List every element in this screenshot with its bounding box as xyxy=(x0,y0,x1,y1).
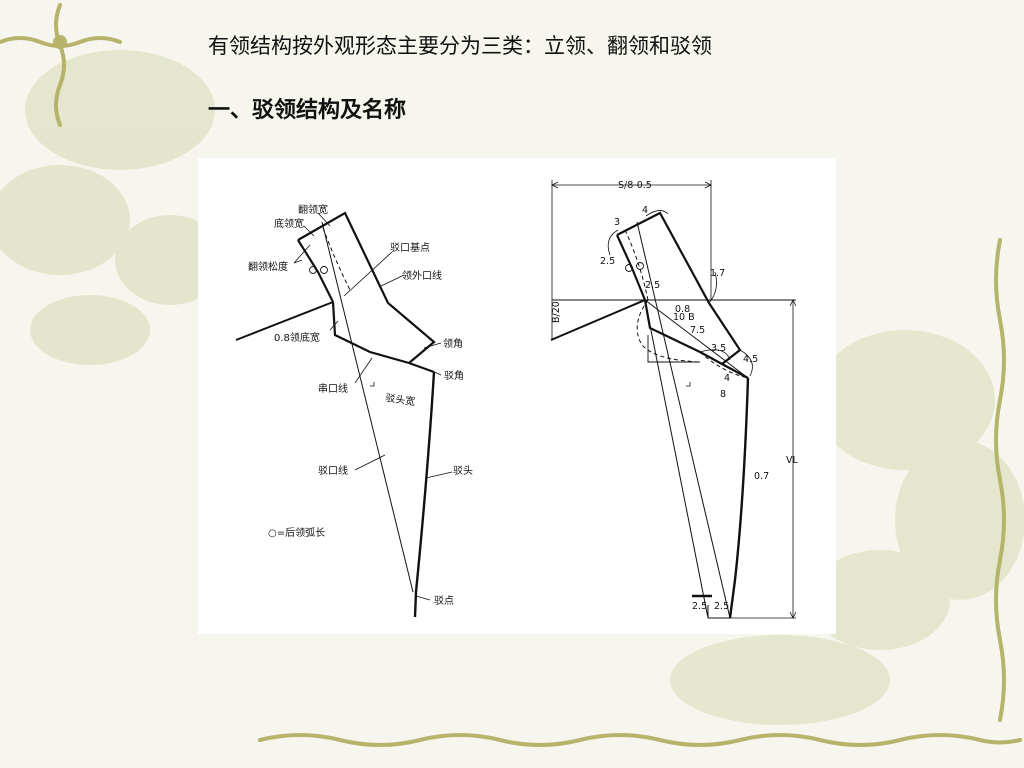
label-bodian: 驳点 xyxy=(434,595,454,607)
blossom-right xyxy=(670,330,1024,725)
lapel-edge-right xyxy=(728,377,750,619)
dim-vl: VL xyxy=(786,455,798,466)
dim-2-5-bottom-right: 2.5 xyxy=(714,601,729,612)
right-diagram-dimensions: S/8-0.5 3 4 2.5 1.7 2.5 B/20 0.8 10 B 7.… xyxy=(551,180,798,612)
left-diagram-labels: 翻领宽 底领宽 翻领松度 驳口基点 领外口线 0.8领底宽 领角 串口线 驳角 … xyxy=(248,203,473,607)
vine-border-bottom xyxy=(258,733,1022,747)
lapel-edge xyxy=(413,371,436,618)
left-collar-diagram xyxy=(235,211,453,618)
gorge-line xyxy=(331,301,435,374)
intro-text: 有领结构按外观形态主要分为三类：立领、翻领和驳领 xyxy=(208,34,712,58)
section-title: 一、驳领结构及名称 xyxy=(208,97,407,123)
dim-1-7: 1.7 xyxy=(710,268,725,279)
label-fanling-kuan: 翻领宽 xyxy=(298,203,328,216)
dim-10-b: 10 B xyxy=(673,312,695,323)
dim-4-top: 4 xyxy=(642,205,648,216)
dim-b-20: B/20 xyxy=(551,301,562,323)
label-diling-kuan: 底领宽 xyxy=(274,217,304,230)
dim-2-5-collar: 2.5 xyxy=(600,256,615,267)
label-bokou-jidian: 驳口基点 xyxy=(390,241,430,254)
right-collar-diagram xyxy=(550,180,797,619)
label-lingjiao: 领角 xyxy=(443,337,463,350)
collar-diagrams-svg: 翻领宽 底领宽 翻领松度 驳口基点 领外口线 0.8领底宽 领角 串口线 驳角 … xyxy=(235,180,798,619)
neckline xyxy=(235,301,334,341)
dim-2-5-stand: 2.5 xyxy=(645,280,660,291)
label-botou-kuan: 驳头宽 xyxy=(385,391,417,408)
vine-border-left xyxy=(0,3,122,127)
collar-diagram-panel: 翻领宽 底领宽 翻领松度 驳口基点 领外口线 0.8领底宽 领角 串口线 驳角 … xyxy=(198,158,836,634)
dim-4-5: 4.5 xyxy=(743,354,758,365)
label-chuankou-xian: 串口线 xyxy=(318,382,348,395)
dim-3-5: 3.5 xyxy=(711,343,726,354)
dim-top-width: S/8-0.5 xyxy=(618,180,652,191)
label-diling-kuan-08: 0.8领底宽 xyxy=(274,331,320,344)
dim-8: 8 xyxy=(720,389,726,400)
roll-line xyxy=(321,221,414,593)
dim-0-8: 0.8 xyxy=(675,304,690,315)
neckline-right xyxy=(550,299,646,341)
label-bokou-xian: 驳口线 xyxy=(318,464,348,477)
dim-7-5: 7.5 xyxy=(690,325,705,336)
label-fanling-songdu: 翻领松度 xyxy=(248,260,288,273)
legend-back-neck-arc: ○=后领弧长 xyxy=(268,526,325,539)
blossom-top-left xyxy=(0,50,225,365)
label-botou: 驳头 xyxy=(453,465,473,477)
dim-3: 3 xyxy=(614,217,620,228)
dim-0-7: 0.7 xyxy=(754,471,769,482)
collar-outline xyxy=(297,211,436,364)
label-lingwaikou-xian: 领外口线 xyxy=(402,269,442,282)
label-bojiao: 驳角 xyxy=(444,370,464,382)
dim-4-mid: 4 xyxy=(724,373,730,384)
dim-2-5-bottom-left: 2.5 xyxy=(692,601,707,612)
vine-border-right xyxy=(994,238,1006,722)
